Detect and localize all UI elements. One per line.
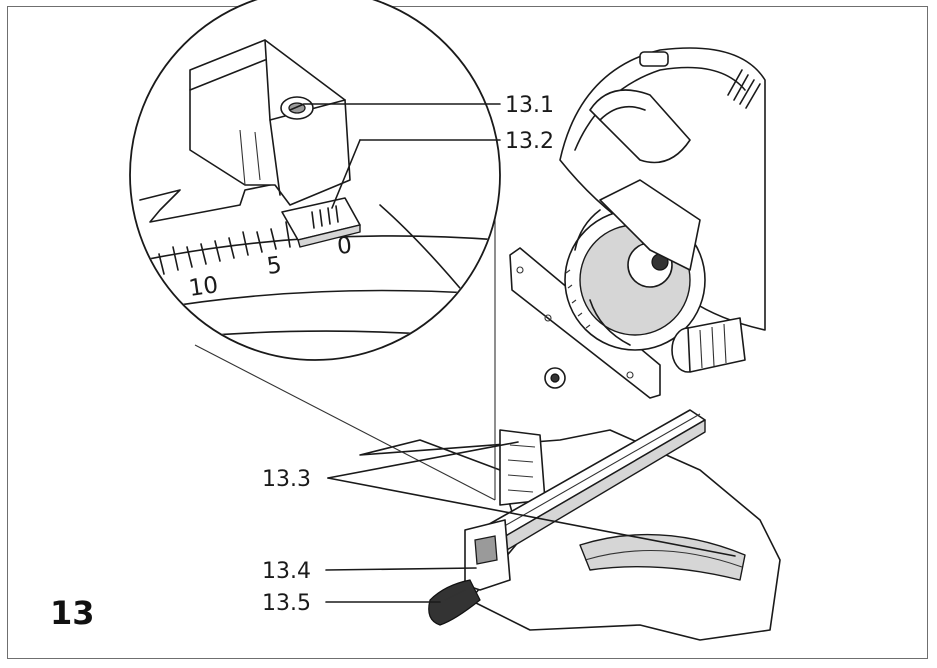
callout-13-4: 13.4 (262, 559, 311, 584)
callout-13-5: 13.5 (262, 591, 311, 616)
callout-13-2: 13.2 (505, 129, 554, 154)
scale-ticks (144, 221, 291, 279)
pointer (281, 197, 361, 248)
callout-13-3: 13.3 (262, 467, 311, 492)
lock-knob (671, 317, 746, 373)
saw-body (359, 47, 781, 641)
vent-grill (727, 69, 761, 109)
scale-label-5: 5 (265, 252, 283, 280)
scale-label-10: 10 (187, 272, 220, 302)
detail-magnifier: 10 5 0 (129, 0, 501, 501)
leader-lines (304, 103, 736, 603)
scale-label-0: 0 (336, 233, 353, 260)
callout-13-1: 13.1 (505, 93, 554, 118)
figure-number: 13 (50, 594, 95, 632)
lock-lever (428, 579, 481, 626)
